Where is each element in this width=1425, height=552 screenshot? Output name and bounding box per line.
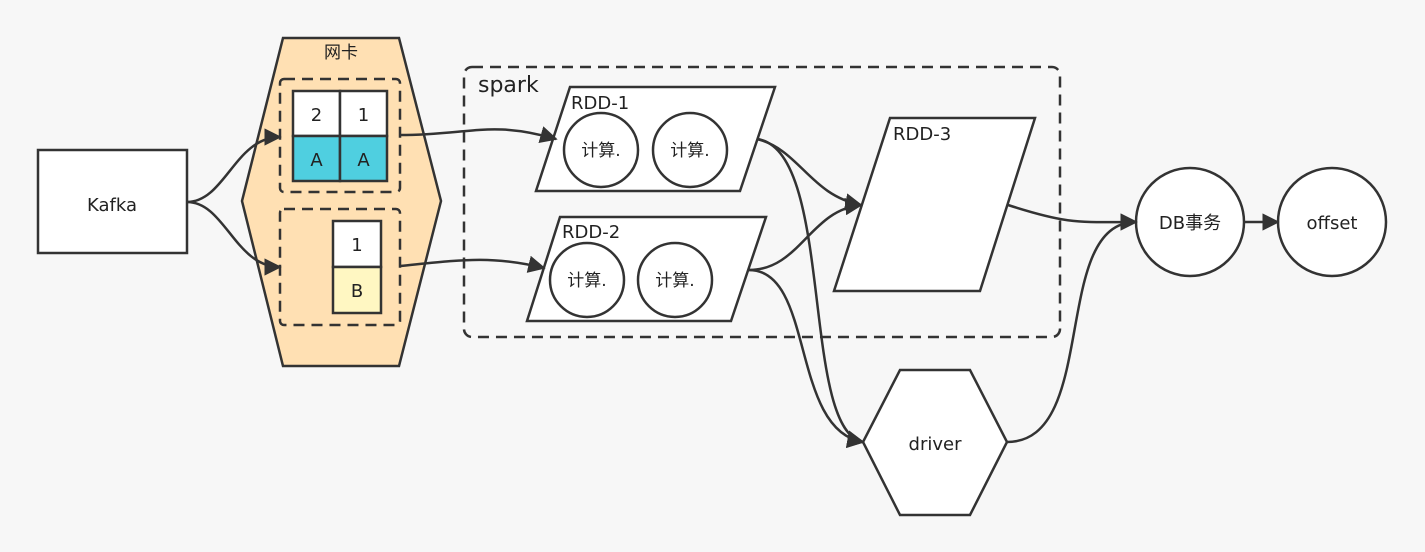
edge-group1-to-rdd1: [399, 126, 558, 144]
edge-rdd2-to-driver: [748, 268, 865, 449]
partition-cell-1A: 1 A: [338, 89, 389, 183]
task-label: 计算.: [655, 271, 694, 291]
edge-group2-to-rdd2: [399, 255, 546, 273]
partition-cell-1B: 1 B: [331, 219, 383, 315]
rdd1-task-1: [562, 111, 640, 189]
partition-key: A: [310, 150, 323, 171]
nic-label: 网卡: [324, 43, 358, 63]
rdd2-task-1: [548, 241, 626, 319]
rdd2-label: RDD-2: [562, 222, 620, 243]
nic-node: 网卡 2 A 1 A 1 B: [240, 36, 443, 368]
kafka-label: Kafka: [87, 195, 137, 216]
driver-label: driver: [909, 434, 963, 455]
rdd2-task-2: [636, 241, 714, 319]
driver-node: driver: [861, 368, 1009, 517]
edge-rdd1-to-driver: [756, 137, 865, 448]
partition-offset: 2: [311, 105, 322, 126]
rdd1-node: RDD-1 计算. 计算.: [534, 85, 777, 193]
task-label: 计算.: [567, 271, 606, 291]
edge-driver-to-db: [1006, 213, 1138, 444]
edge-rdd3-to-db: [1007, 203, 1138, 231]
db-transaction-label: DB事务: [1159, 213, 1221, 234]
edge-rdd1-to-rdd3: [756, 137, 863, 211]
spark-container: [462, 65, 1062, 339]
task-label: 计算.: [670, 141, 709, 161]
task-label: 计算.: [581, 141, 620, 161]
rdd3-node: RDD-3: [832, 116, 1037, 293]
edge-rdd2-to-rdd3: [748, 197, 863, 272]
offset-node: offset: [1276, 166, 1388, 278]
nic-hexagon: [240, 36, 443, 368]
rdd1-task-2: [651, 111, 729, 189]
kafka-node: Kafka: [36, 148, 189, 255]
rdd3-label: RDD-3: [893, 124, 951, 145]
partition-offset: 1: [358, 105, 369, 126]
rdd2-node: RDD-2 计算. 计算.: [525, 215, 768, 323]
partition-cell-2A: 2 A: [291, 89, 342, 183]
edge-kafka-to-group1: [186, 128, 282, 204]
partition-key: A: [357, 150, 370, 171]
partition-key: B: [351, 281, 363, 302]
edge-kafka-to-group2: [186, 200, 282, 276]
offset-label: offset: [1307, 213, 1358, 234]
partition-offset: 1: [351, 235, 362, 256]
rdd1-label: RDD-1: [571, 93, 629, 114]
db-transaction-node: DB事务: [1134, 166, 1246, 278]
spark-label: spark: [478, 73, 539, 98]
